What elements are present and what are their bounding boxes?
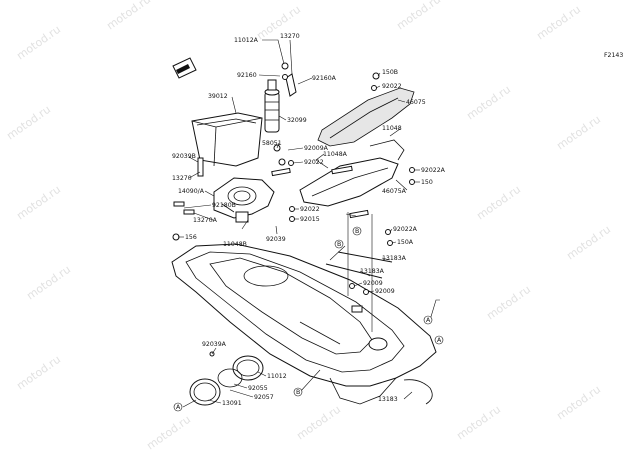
part-label-92015: 92015: [300, 216, 320, 223]
svg-text:B: B: [355, 228, 359, 235]
part-label-92055: 92055: [248, 385, 268, 392]
part-label-14090A: 14090/A: [178, 188, 205, 195]
watermark: motod.ru: [564, 223, 613, 263]
part-label-92022A: 92022A: [393, 226, 418, 233]
watermark: motod.ru: [104, 0, 153, 32]
watermark: motod.ru: [534, 3, 583, 43]
watermark: motod.ru: [554, 383, 603, 423]
callout-a-lower: A: [173, 402, 183, 412]
gasket-drawing: [232, 355, 264, 381]
watermark: motod.ru: [454, 403, 503, 443]
ring-drawing: [217, 368, 243, 388]
svg-text:A: A: [426, 317, 431, 324]
watermark: motod.ru: [394, 0, 443, 32]
part-label-92009: 92009: [363, 280, 383, 287]
seat-drawing: [317, 87, 415, 147]
watermark: motod.ru: [4, 103, 53, 143]
bottle-drawing: [264, 79, 280, 133]
hoop-drawing: [403, 379, 433, 405]
part-label-13183A: 13183A: [382, 255, 407, 262]
watermark-layer: motod.ru motod.ru motod.ru motod.ru moto…: [4, 0, 613, 452]
watermark: motod.ru: [464, 83, 513, 123]
part-label-92022: 92022: [382, 83, 402, 90]
part-label-92057: 92057: [254, 394, 274, 401]
part-label-11012: 11012: [267, 373, 287, 380]
part-label-92160: 92160: [237, 72, 257, 79]
part-label-13270: 13270: [172, 175, 192, 182]
callout-b-upper: B: [334, 239, 344, 249]
part-label-92009: 92009: [375, 288, 395, 295]
part-label-150B: 150B: [382, 69, 398, 76]
part-label-92039A: 92039A: [202, 341, 227, 348]
rod-drawing: [337, 251, 393, 263]
hatch-cover-drawing: [189, 378, 221, 406]
hull-drawing: [171, 243, 437, 405]
part-label-92039: 92039: [266, 236, 286, 243]
part-label-156: 156: [185, 234, 197, 241]
watermark: motod.ru: [554, 113, 603, 153]
watermark: motod.ru: [14, 353, 63, 393]
part-label-13270: 13270: [280, 33, 300, 40]
part-labels: 11012A 13270 92160 92160A 39012 32099 92…: [172, 33, 446, 407]
part-label-13270A: 13270A: [193, 217, 218, 224]
part-label-13183: 13183: [378, 396, 398, 403]
callout-b-lower: B: [293, 387, 303, 397]
svg-text:B: B: [337, 241, 341, 248]
callout-a-upper: A: [423, 315, 433, 325]
part-label-46075: 46075: [406, 99, 426, 106]
front-direction-icon: [172, 57, 197, 79]
watermark: motod.ru: [144, 413, 193, 453]
leader-lines: [178, 39, 440, 408]
seat-base-drawing: [299, 139, 405, 207]
svg-text:A: A: [437, 337, 442, 344]
watermark: motod.ru: [24, 263, 73, 303]
part-label-58051: 58051: [262, 140, 282, 147]
figure-code: F2143: [604, 52, 623, 59]
watermark: motod.ru: [474, 183, 523, 223]
part-label-11048: 11048: [382, 125, 402, 132]
watermark: motod.ru: [294, 403, 343, 443]
dash-panel-drawing: [213, 177, 275, 223]
part-label-92180B: 92180B: [212, 202, 236, 209]
svg-text:B: B: [296, 389, 300, 396]
watermark: motod.ru: [14, 23, 63, 63]
callout-a-right: A: [434, 335, 444, 345]
part-label-32099: 32099: [287, 117, 307, 124]
watermark: motod.ru: [14, 183, 63, 223]
part-label-11048A: 11048A: [323, 151, 348, 158]
part-label-150A: 150A: [397, 239, 414, 246]
part-label-13183A: 13183A: [360, 268, 385, 275]
watermark: motod.ru: [484, 283, 533, 323]
rod-drawing: [325, 263, 383, 279]
part-label-11012A: 11012A: [234, 37, 259, 44]
part-label-150: 150: [421, 179, 433, 186]
part-label-92022A: 92022A: [421, 167, 446, 174]
callout-b-mid: B: [352, 226, 362, 236]
part-label-39012: 39012: [208, 93, 228, 100]
part-label-92022: 92022: [300, 206, 320, 213]
part-label-13091: 13091: [222, 400, 242, 407]
part-label-92009A: 92009A: [304, 145, 329, 152]
svg-text:A: A: [176, 404, 181, 411]
part-label-92022: 92022: [304, 159, 324, 166]
part-label-92160A: 92160A: [312, 75, 337, 82]
bracket-drawing: [285, 73, 297, 97]
part-label-46075A: 46075A: [382, 188, 407, 195]
part-label-92039B: 92039B: [172, 153, 196, 160]
part-label-11048B: 11048B: [223, 241, 247, 248]
